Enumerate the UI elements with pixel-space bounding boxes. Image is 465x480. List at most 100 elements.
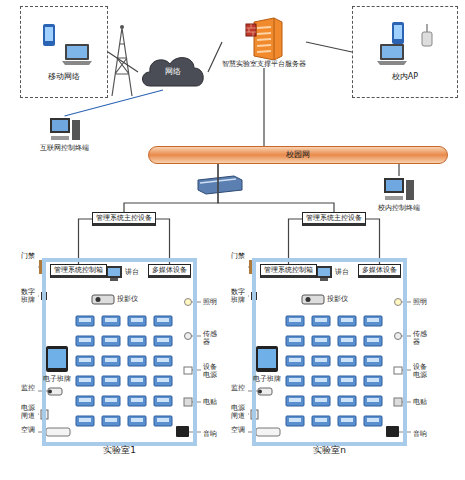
power-label: 设备电源 [203, 363, 219, 379]
master-device: 管理系统主控设备 [302, 212, 366, 226]
server-slot [257, 51, 271, 52]
master-device: 管理系统主控设备 [92, 212, 156, 226]
desk [102, 336, 120, 346]
laptop-screen [67, 46, 87, 58]
projector [92, 295, 114, 304]
desk [76, 316, 94, 326]
connector-line [306, 42, 352, 52]
plug-label: 电贴 [203, 398, 219, 406]
lectern-monitor [106, 266, 122, 278]
desk-screen [157, 338, 169, 342]
desk [154, 416, 172, 426]
pc-icon [382, 176, 416, 204]
laptop-icon [65, 44, 89, 60]
device-icons [370, 22, 440, 68]
desk [76, 396, 94, 406]
desk [364, 416, 382, 426]
desk [128, 316, 146, 326]
pc-monitor [384, 178, 404, 193]
connector-line [108, 52, 138, 72]
server-icon [254, 18, 282, 60]
laptop-base [62, 61, 92, 65]
desk-screen [105, 318, 117, 322]
pc-screen [386, 180, 402, 191]
leader-line [248, 267, 249, 268]
speaker-label: 音响 [203, 430, 219, 438]
desk-screen [131, 418, 143, 422]
desk-screen [79, 398, 91, 402]
ap-icon [422, 32, 432, 46]
board-label: 数字班牌 [231, 288, 247, 304]
connector-line [65, 90, 164, 116]
desk [76, 356, 94, 366]
desk [102, 316, 120, 326]
desk-screen [341, 358, 353, 362]
desk-screen [341, 338, 353, 342]
node-text: 管理系统控制箱 [264, 266, 313, 274]
pc-screen [52, 120, 68, 131]
desk [154, 396, 172, 406]
desk-screen [289, 398, 301, 402]
desk-screen [315, 338, 327, 342]
desk [286, 416, 304, 426]
plug-icon [394, 398, 402, 406]
phone-icon [392, 22, 404, 44]
desk [364, 376, 382, 386]
class-tablet [256, 346, 278, 372]
lectern-screen [318, 268, 330, 276]
desk [154, 316, 172, 326]
light-label: 照明 [203, 298, 219, 306]
leader-line [38, 414, 39, 415]
desk [338, 376, 356, 386]
node-text: 移动网络 [48, 72, 80, 81]
desk-screen [157, 378, 169, 382]
desk-screen [131, 398, 143, 402]
desk [154, 356, 172, 366]
server-slot [257, 33, 271, 34]
board-label: 数字班牌 [21, 288, 37, 304]
connector-line [263, 68, 264, 146]
node-text: 管理系统主控设备 [96, 214, 152, 222]
desk [338, 356, 356, 366]
desk-screen [367, 418, 379, 422]
desk [128, 396, 146, 406]
desk-screen [289, 358, 301, 362]
desk-screen [157, 418, 169, 422]
light-icon [185, 299, 192, 306]
desk-screen [157, 398, 169, 402]
room-title: 实验室1 [46, 445, 193, 455]
desk [338, 316, 356, 326]
desk [128, 416, 146, 426]
sensor-icon [185, 333, 192, 340]
laptop-icon [380, 44, 404, 60]
lectern-stand [320, 278, 328, 281]
desk-screen [289, 318, 301, 322]
desk [128, 336, 146, 346]
projector-lens [306, 297, 311, 302]
speaker [176, 426, 189, 437]
tablet-screen [48, 349, 66, 368]
connector-line [398, 164, 399, 176]
pc-keyboard [51, 136, 69, 140]
lab-room: 实验室n管理系统控制箱多媒体设备 [252, 258, 407, 446]
network-region: 校内AP [352, 6, 458, 98]
desk-screen [131, 318, 143, 322]
server-node: 智慧实验室支撑平台服务器 [222, 16, 306, 68]
desk-screen [341, 378, 353, 382]
air-conditioner [256, 428, 280, 436]
desk [312, 356, 330, 366]
connector-line [218, 164, 334, 212]
desk-screen [79, 318, 91, 322]
desk-screen [131, 378, 143, 382]
desk-screen [105, 418, 117, 422]
phone-screen [45, 27, 53, 41]
desk-screen [341, 318, 353, 322]
camera [48, 388, 62, 395]
desk-screen [367, 338, 379, 342]
desk [364, 336, 382, 346]
desk [364, 396, 382, 406]
plug-label: 电贴 [413, 398, 429, 406]
control-box: 管理系统控制箱 [260, 264, 317, 278]
